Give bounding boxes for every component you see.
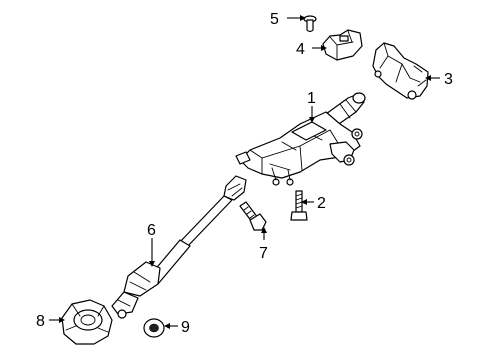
callout-6: 6 [147,222,156,239]
part-9-grommet [143,318,165,338]
callout-2: 2 [317,195,326,212]
callout-1: 1 [307,90,316,107]
part-2-bolt [290,190,308,221]
callout-3: 3 [444,71,453,88]
part-7-bolt [239,201,267,231]
part-5-bolt [303,15,317,33]
callout-9: 9 [181,319,190,336]
callout-7: 7 [259,245,268,262]
part-8-boot-seal [61,299,113,345]
callout-4: 4 [296,41,305,58]
part-6-intermediate-shaft [111,175,247,319]
callout-8: 8 [36,313,45,330]
part-3-lock-housing [372,42,429,100]
part-1-steering-column [235,92,366,186]
callout-5: 5 [270,11,279,28]
part-4-bracket [322,29,363,61]
